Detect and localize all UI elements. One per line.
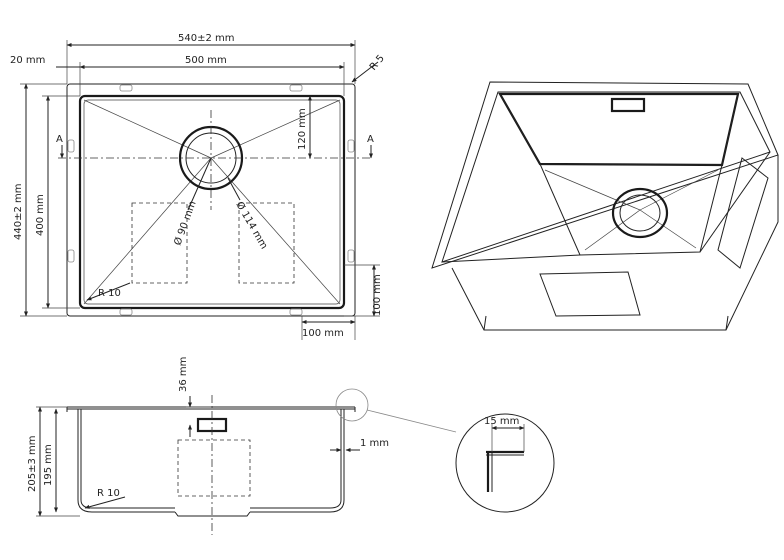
iso-bracket-front	[539, 271, 641, 317]
hidden-bracket-right	[238, 202, 295, 284]
flange-label: 20 mm	[10, 55, 45, 66]
section-mark-right: A	[367, 134, 374, 145]
inner-radius-label: R 10	[98, 288, 121, 299]
wall-thickness-label: 1 mm	[360, 438, 389, 449]
iso-overflow-slot	[610, 97, 646, 113]
overall-width-label: 540±2 mm	[178, 33, 235, 44]
detail-view: 15 mm	[455, 413, 555, 513]
corner-radius-label: R 5	[368, 53, 387, 73]
drain-offset-label: 120 mm	[297, 108, 308, 150]
overall-height-label: 205±3 mm	[27, 436, 38, 493]
sink-bowl-inner	[78, 94, 346, 310]
hidden-bracket-left	[131, 202, 188, 284]
detail-circle	[455, 413, 555, 513]
inner-width-label: 500 mm	[185, 55, 227, 66]
inner-height-label: 195 mm	[43, 444, 54, 486]
inner-depth-label: 400 mm	[35, 194, 46, 236]
corner-offset-h-label: 100 mm	[302, 328, 344, 339]
overflow-offset-label: 36 mm	[178, 357, 189, 392]
iso-drain-outer	[611, 187, 669, 239]
sink-bowl-inner-edge	[83, 99, 341, 305]
drain-diameter-inner-label: Ø 90 mm	[172, 199, 199, 247]
overall-depth-label: 440±2 mm	[13, 184, 24, 241]
isometric-view	[431, 81, 779, 331]
side-wall-left	[77, 409, 175, 513]
iso-bracket-side	[717, 157, 769, 269]
corner-offset-v-label: 100 mm	[372, 274, 383, 316]
section-mark-left: A	[56, 134, 63, 145]
iso-drain-inner	[619, 194, 661, 232]
detail-callout	[335, 388, 369, 422]
top-view: A A 540±2 mm 500 mm 20 mm R 5 440±2 mm 4…	[10, 33, 387, 340]
side-wall-right	[250, 409, 345, 513]
bottom-radius-label: R 10	[97, 488, 120, 499]
flange-width-label: 15 mm	[484, 416, 519, 427]
side-view: 36 mm 205±3 mm 195 mm 1 mm R 10	[27, 357, 457, 535]
sink-outline-outer	[66, 83, 356, 317]
